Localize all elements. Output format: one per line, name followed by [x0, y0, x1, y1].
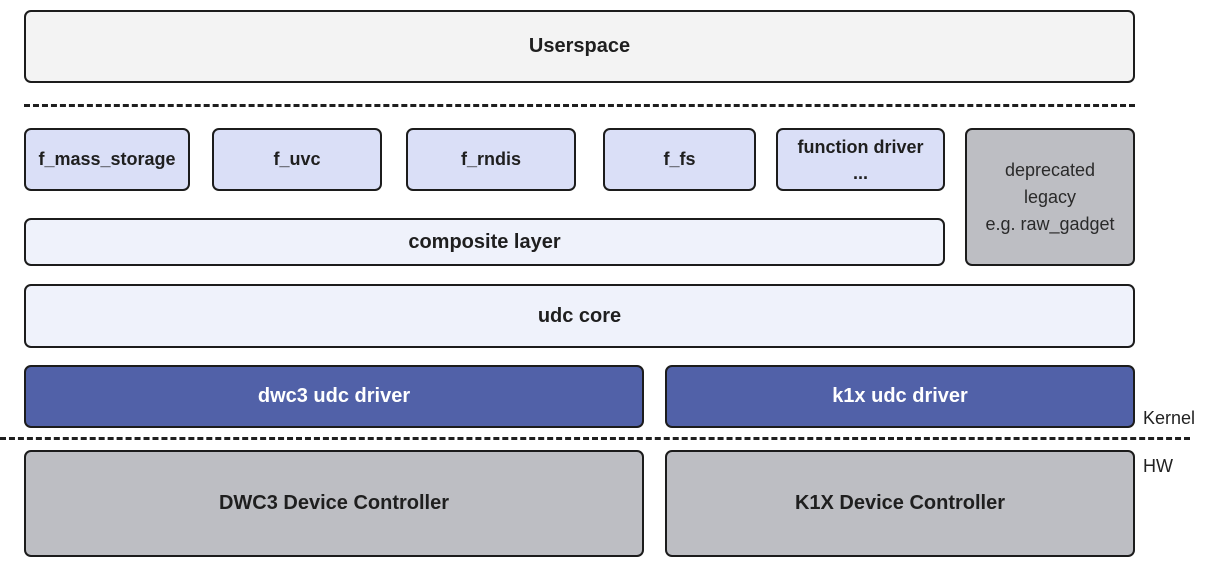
legacy-line-deprecated: deprecated [1004, 159, 1096, 180]
udc-core-box: udc core [24, 284, 1135, 348]
function-driver-label: function driver [797, 136, 924, 157]
userspace-label: Userspace [528, 35, 631, 57]
userspace-kernel-divider [24, 104, 1135, 107]
function-box-uvc: f_uvc [212, 128, 382, 191]
kernel-layer-label: Kernel [1143, 408, 1196, 428]
kernel-hw-divider [0, 437, 1190, 440]
function-box-rndis: f_rndis [406, 128, 576, 191]
function-label: f_fs [663, 149, 696, 169]
legacy-line-legacy: legacy [1023, 186, 1077, 207]
userspace-box: Userspace [24, 10, 1135, 83]
function-box-function-driver: function driver ... [776, 128, 945, 191]
dwc3-device-controller-label: DWC3 Device Controller [218, 492, 450, 514]
function-label: f_mass_storage [38, 149, 176, 169]
dwc3-device-controller-box: DWC3 Device Controller [24, 450, 644, 557]
legacy-box: deprecated legacy e.g. raw_gadget [965, 128, 1135, 266]
k1x-device-controller-box: K1X Device Controller [665, 450, 1135, 557]
function-label: f_uvc [273, 149, 321, 169]
dwc3-udc-driver-label: dwc3 udc driver [257, 385, 411, 407]
composite-layer-label: composite layer [408, 230, 561, 253]
k1x-udc-driver-label: k1x udc driver [832, 385, 968, 407]
function-box-mass-storage: f_mass_storage [24, 128, 190, 191]
function-box-fs: f_fs [603, 128, 756, 191]
udc-core-label: udc core [537, 304, 622, 327]
legacy-line-example: e.g. raw_gadget [985, 213, 1115, 234]
function-driver-ellipsis: ... [852, 162, 868, 183]
dwc3-udc-driver-box: dwc3 udc driver [24, 365, 644, 428]
k1x-udc-driver-box: k1x udc driver [665, 365, 1135, 428]
k1x-device-controller-label: K1X Device Controller [794, 492, 1006, 514]
function-label: f_rndis [460, 149, 521, 169]
hw-layer-label: HW [1143, 456, 1173, 476]
composite-layer-box: composite layer [24, 218, 945, 266]
